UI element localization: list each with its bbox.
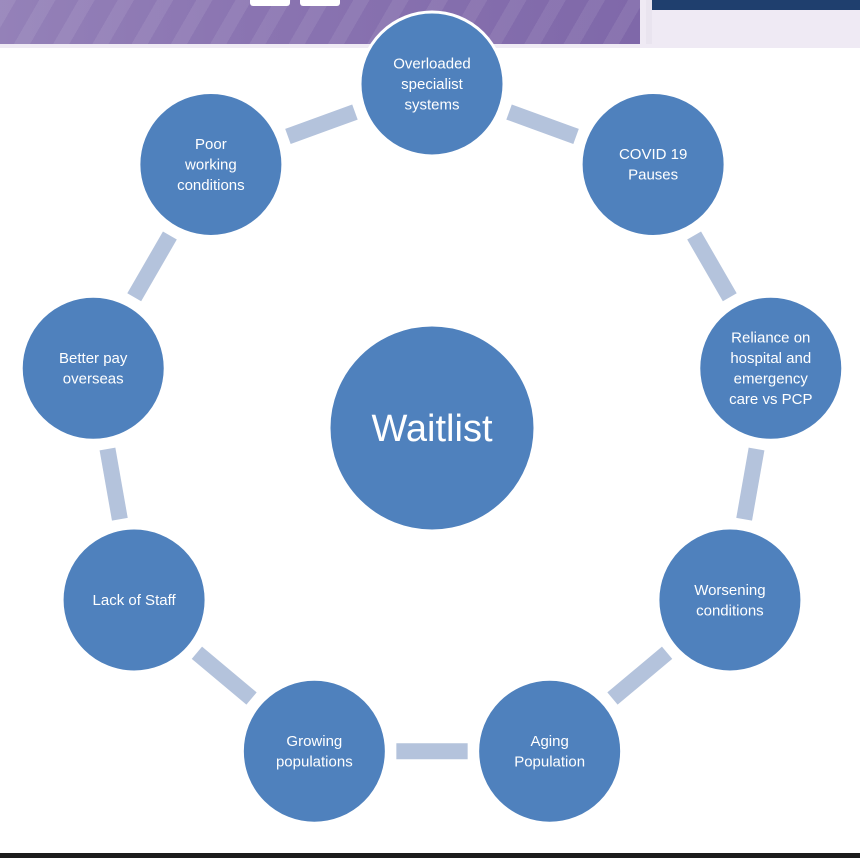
center-label: Waitlist: [371, 408, 492, 450]
cause-node-3: Reliance on hospital and emergency care vs …: [697, 294, 845, 442]
connector-9: [285, 104, 358, 144]
cause-circle: [697, 294, 845, 442]
cause-circle: [656, 526, 804, 674]
connector-1: [506, 104, 579, 144]
cause-label-line: COVID 19: [619, 146, 687, 163]
title-banner: [0, 0, 640, 44]
cause-label-line: Poor: [195, 136, 227, 153]
cause-label-line: Worsening: [694, 582, 765, 599]
cause-label-line: Lack of Staff: [93, 592, 177, 609]
cause-node-2: COVID 19 Pauses: [579, 90, 727, 238]
cause-label-line: conditions: [696, 602, 764, 619]
cause-label-line: emergency: [734, 371, 809, 388]
cause-circle: [358, 10, 506, 158]
center-circle: [327, 323, 537, 533]
cause-node-4: Worsening conditions: [656, 526, 804, 674]
cause-circle: [19, 294, 167, 442]
cause-label-line: populations: [276, 754, 353, 771]
bottom-border: [0, 853, 860, 858]
cause-label-line: Population: [514, 754, 585, 771]
banner-divider: [646, 0, 652, 44]
connector-2: [687, 231, 737, 302]
cause-label-line: Better pay: [59, 350, 128, 367]
cause-label-line: Reliance on: [731, 330, 810, 347]
cause-label-line: working: [184, 156, 237, 173]
cause-label-line: specialist: [401, 76, 464, 93]
cause-circle: [579, 90, 727, 238]
cause-label-line: conditions: [177, 177, 245, 194]
connector-4: [607, 646, 673, 705]
connector-8: [127, 231, 177, 302]
cause-circle: [240, 677, 388, 825]
cause-node-6: Growing populations: [240, 677, 388, 825]
cause-label-line: systems: [404, 97, 459, 114]
cause-label-line: care vs PCP: [729, 391, 812, 408]
top-banner: [0, 0, 860, 48]
cause-node-9: Poor working conditions: [137, 90, 285, 238]
banner-accent: [652, 0, 860, 10]
center-node: Waitlist: [327, 323, 537, 533]
cause-circle: [137, 90, 285, 238]
cause-label-line: overseas: [63, 371, 124, 388]
cause-label-line: Pauses: [628, 167, 678, 184]
connector-6: [191, 646, 257, 705]
cause-label-line: Aging: [530, 733, 568, 750]
cause-label-line: Growing: [286, 733, 342, 750]
cause-circle: [476, 677, 624, 825]
connector-ring: [99, 104, 765, 760]
cause-node-1: Overloaded specialist systems: [358, 10, 506, 158]
cause-label-line: Overloaded: [393, 56, 471, 73]
cause-node-8: Better pay overseas: [19, 294, 167, 442]
cause-node-7: Lack of Staff: [60, 526, 208, 674]
cause-circle: [60, 526, 208, 674]
cause-label-line: hospital and: [730, 350, 811, 367]
connector-7: [99, 447, 128, 521]
connector-3: [736, 447, 765, 521]
